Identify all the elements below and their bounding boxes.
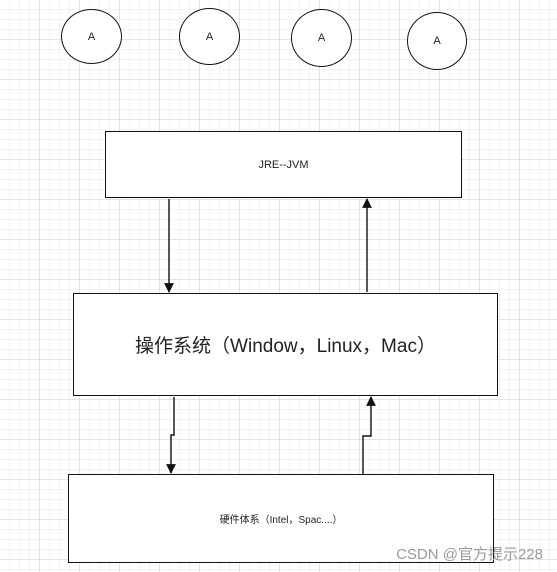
arrow-os-to-hardware bbox=[166, 397, 176, 474]
circle-node-label: A bbox=[317, 32, 326, 44]
circle-node-label: A bbox=[433, 35, 441, 47]
circle-node-3: A bbox=[291, 9, 352, 67]
jre-jvm-box: JRE--JVM bbox=[105, 131, 462, 198]
circle-node-label: A bbox=[87, 30, 96, 43]
circle-node-4: A bbox=[407, 12, 467, 70]
operating-system-label: 操作系统（Window，Linux，Mac） bbox=[135, 336, 436, 357]
circle-node-label: A bbox=[205, 30, 214, 43]
circle-node-1: A bbox=[61, 9, 122, 64]
hardware-label: 硬件体系（Intel，Spac....） bbox=[219, 515, 343, 526]
watermark-text: CSDN @官方提示228 bbox=[396, 546, 543, 563]
hardware-box: 硬件体系（Intel，Spac....） bbox=[68, 474, 494, 563]
jre-jvm-label: JRE--JVM bbox=[258, 158, 309, 171]
operating-system-box: 操作系统（Window，Linux，Mac） bbox=[73, 293, 498, 396]
arrow-hardware-to-os bbox=[362, 396, 376, 474]
circle-node-2: A bbox=[179, 8, 240, 65]
